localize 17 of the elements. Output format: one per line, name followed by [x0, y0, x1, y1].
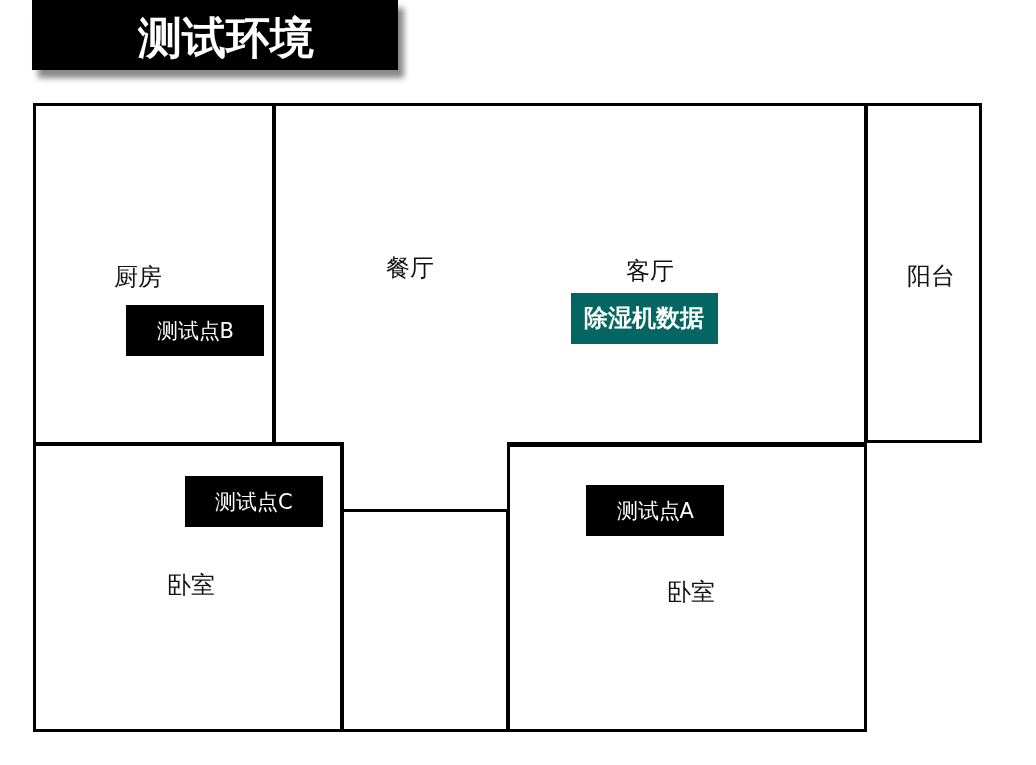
- room-label: 客厅: [626, 259, 674, 283]
- room-outline: [33, 103, 275, 445]
- room-label: 阳台: [907, 264, 955, 288]
- room-label: 卧室: [667, 580, 715, 604]
- room-outline: [865, 103, 982, 443]
- title-banner: [32, 0, 398, 70]
- test-point-tag: 测试点B: [126, 305, 264, 356]
- room-outline: [33, 443, 343, 732]
- corridor-outline: [341, 509, 509, 732]
- room-label: 卧室: [167, 573, 215, 597]
- test-point-tag: 测试点C: [185, 476, 323, 527]
- room-label: 厨房: [114, 265, 162, 289]
- room-outline: [507, 444, 867, 732]
- room-label: 餐厅: [386, 256, 434, 280]
- title-text: 测试环境: [138, 16, 314, 60]
- data-tag: 除湿机数据: [571, 293, 718, 344]
- test-point-tag: 测试点A: [586, 485, 724, 536]
